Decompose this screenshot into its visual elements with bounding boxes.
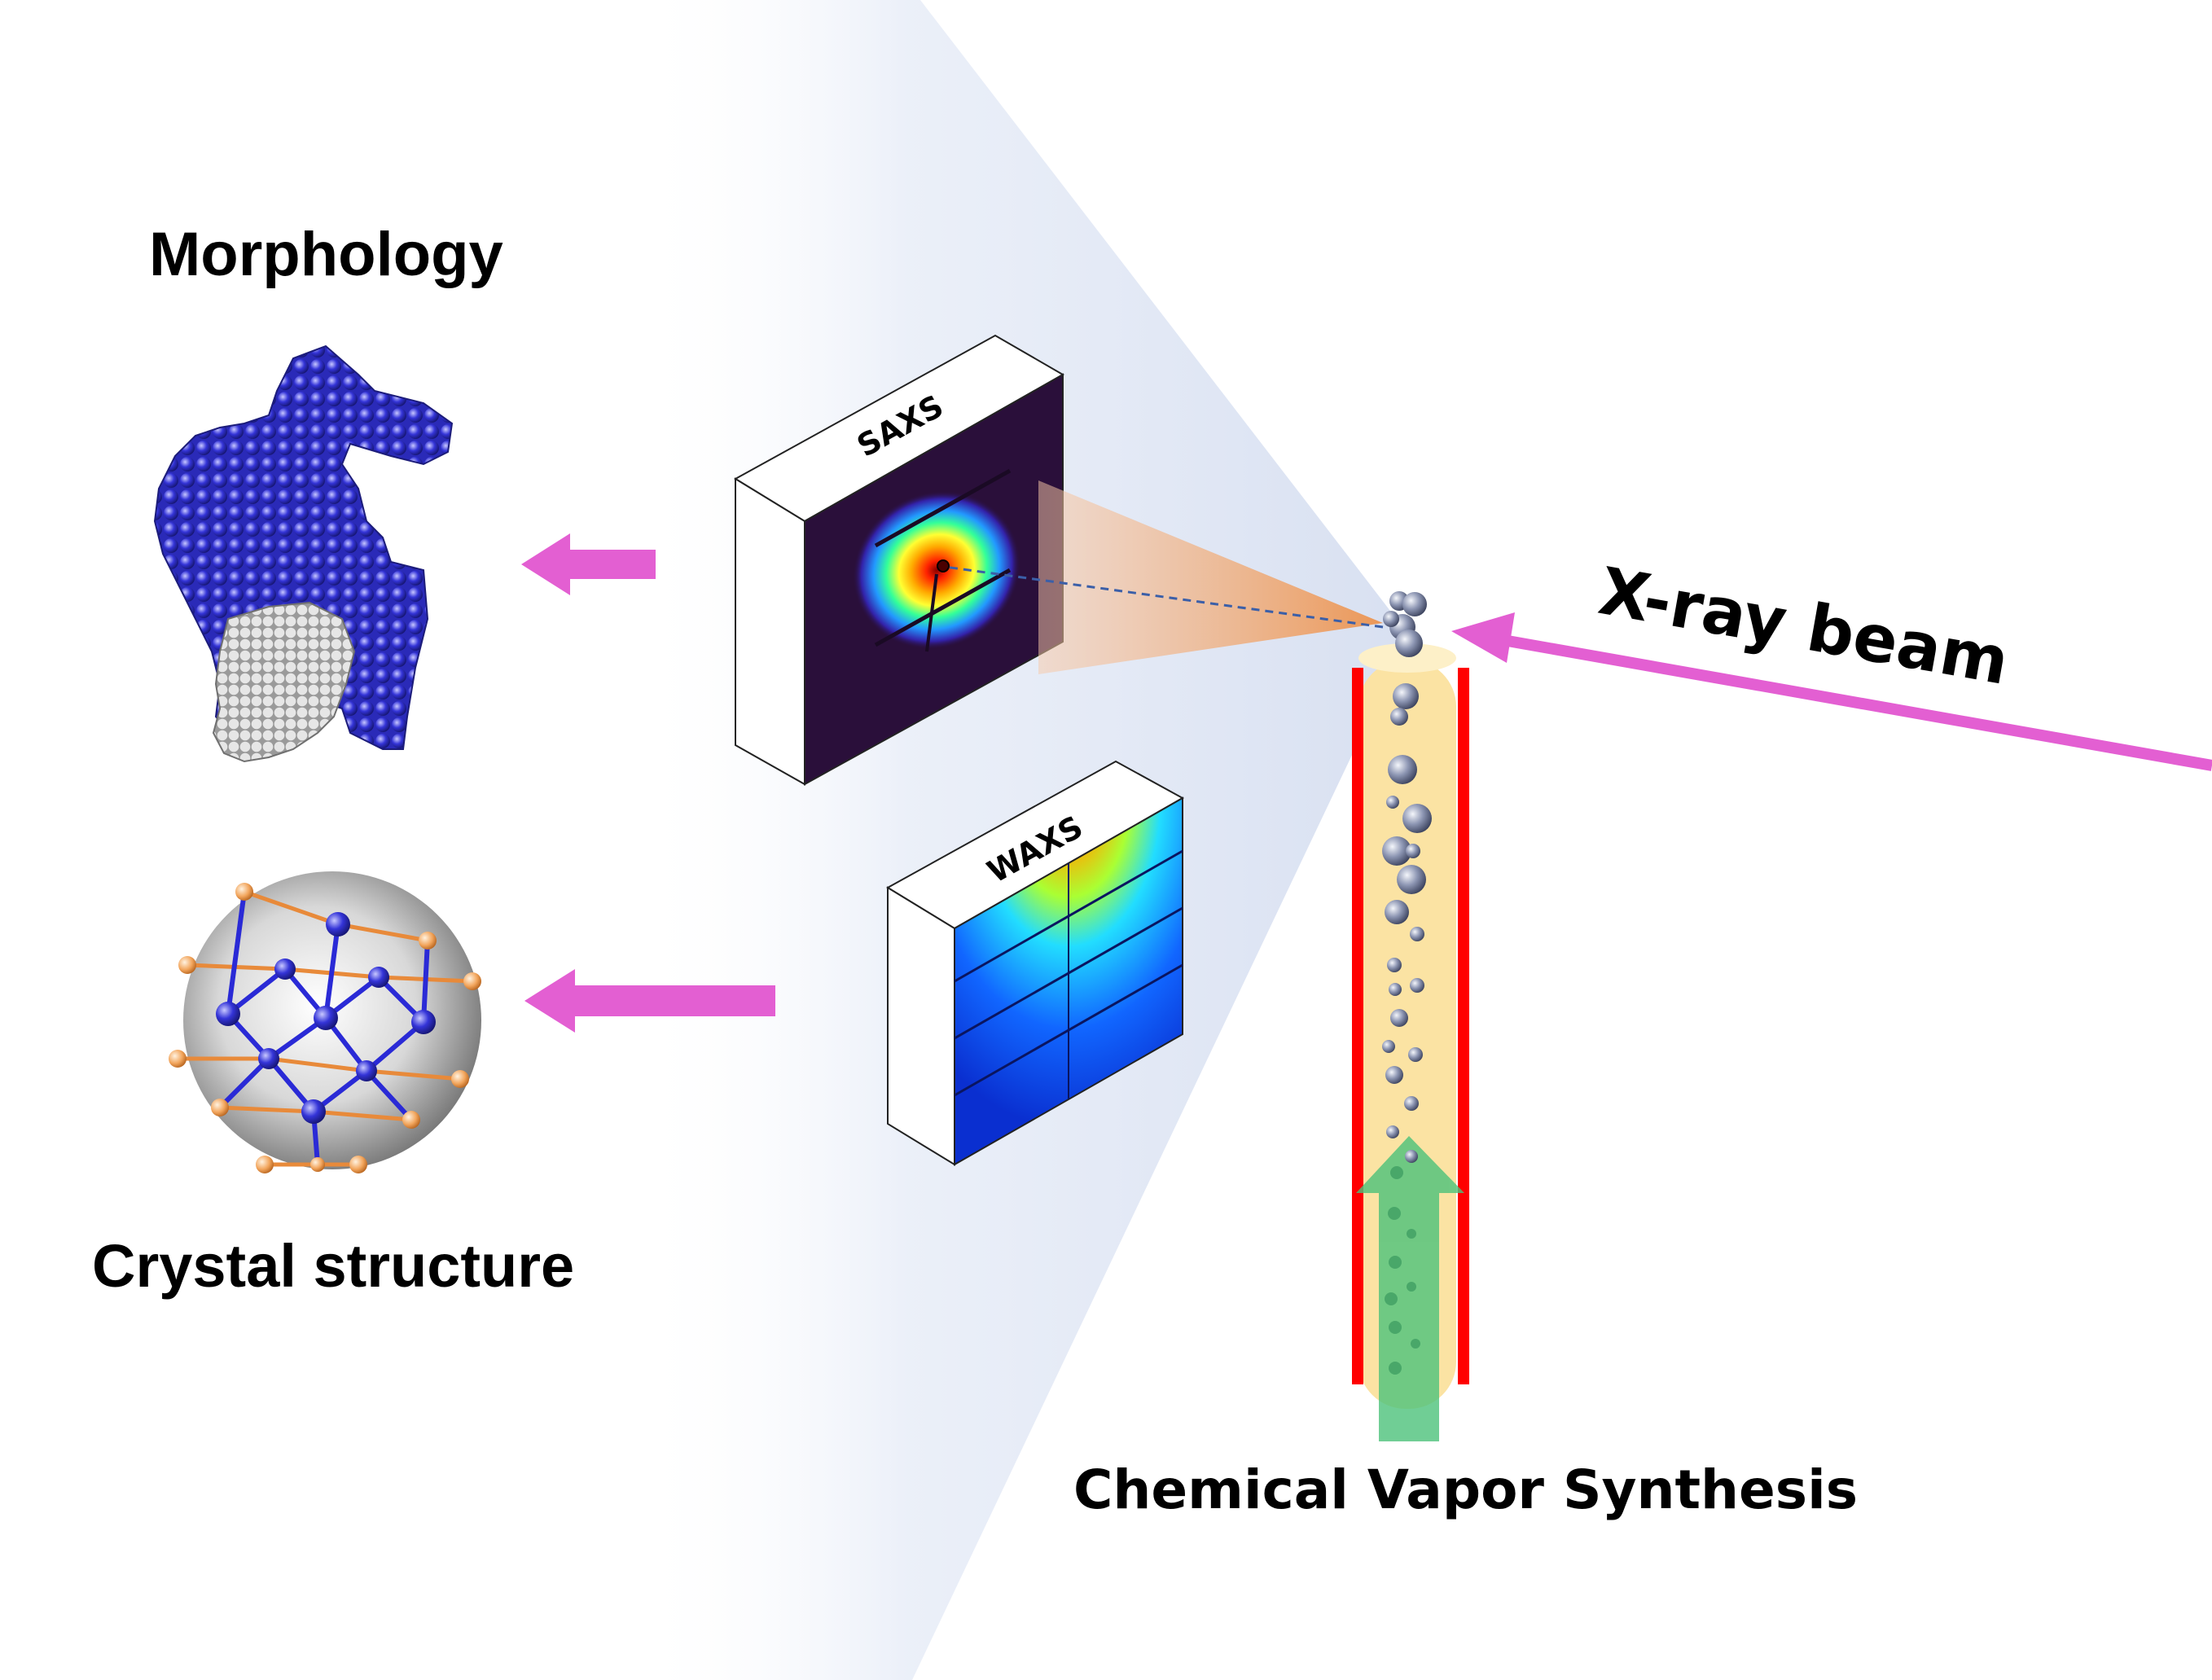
morphology-arrow-icon	[521, 533, 656, 595]
crystal-structure-label: Crystal structure	[92, 1232, 574, 1300]
morphology-aggregate	[153, 344, 454, 763]
xray-beam-arrow	[1451, 612, 2212, 771]
direct-beam-line	[944, 565, 1384, 629]
waxs-detector: WAXS	[886, 760, 1185, 1166]
morphology-label: Morphology	[149, 220, 503, 289]
xray-beam-label: X-ray beam	[1594, 553, 2015, 700]
saxs-scatter-cone	[1038, 480, 1383, 674]
cvs-label: Chemical Vapor Synthesis	[1073, 1458, 1858, 1521]
saxs-detector: SAXS	[734, 334, 1065, 786]
nanoparticles	[1382, 591, 1432, 1163]
crystal-structure-arrow-icon	[524, 969, 775, 1033]
crystal-structure-sphere	[169, 871, 481, 1173]
